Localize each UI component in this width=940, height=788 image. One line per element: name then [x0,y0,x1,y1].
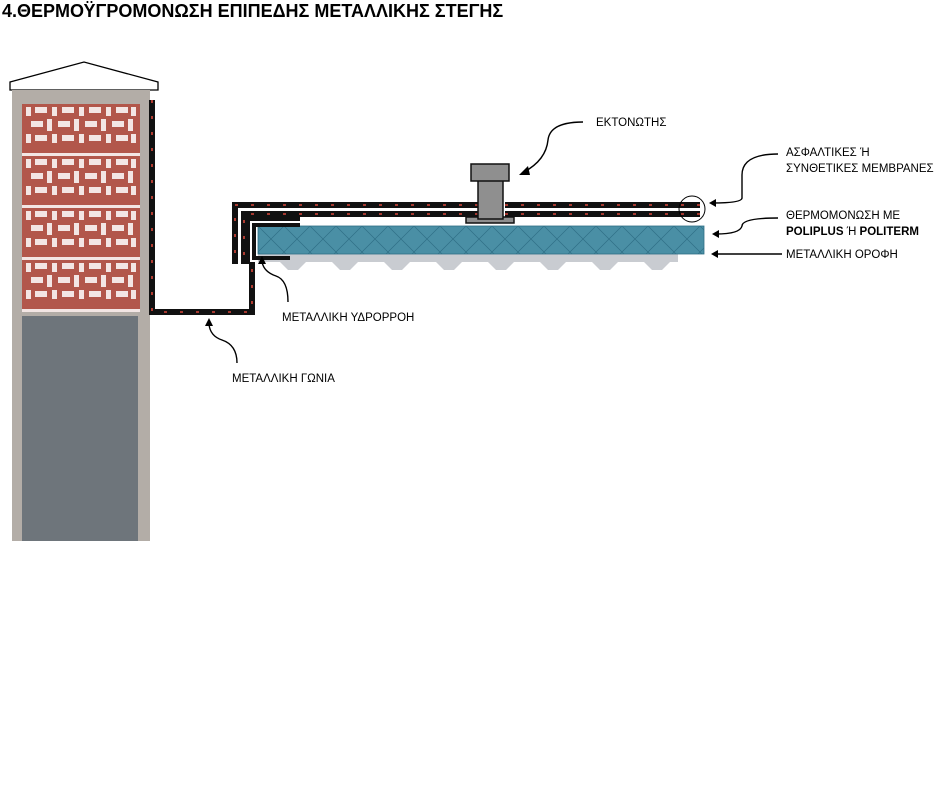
insulation-or: Ή [844,226,860,238]
brick-section [22,104,140,312]
parapet-wall [9,61,159,541]
insulation-brand-2: POLITERM [860,226,919,238]
lower-wall [22,316,138,541]
membranes-arrowhead [709,199,716,207]
gutter-arrow [261,261,289,303]
gutter-arrowhead [258,256,266,264]
insulation-arrowhead [712,230,719,238]
vent-arrowhead [519,166,530,175]
page-title: 4.ΘΕΡΜΟΫΓΡΟΜΟΝΩΣΗ ΕΠΙΠΕΔΗΣ ΜΕΤΑΛΛΙΚΗΣ ΣΤ… [2,1,504,21]
metal-gutter [246,217,300,264]
vent-arrow [523,121,584,173]
membrane-end-marker [678,195,706,223]
insulation-brand-1: POLIPLUS [786,226,844,238]
metal-angle-label: ΜΕΤΑΛΛΙΚΗ ΓΩΝΙΑ [232,373,335,385]
roof-vent [465,163,515,224]
membranes-label-line1: ΑΣΦΑΛΤΙΚΕΣ Ή [786,147,870,159]
angle-arrow [208,323,238,364]
metal-roof-label: ΜΕΤΑΛΛΙΚΗ ΟΡΟΦΗ [786,249,898,261]
metal-gutter-label: ΜΕΤΑΛΛΙΚΗ ΥΔΡΟΡΡΟΗ [282,312,414,324]
vent-label: ΕΚΤΟΝΩΤΗΣ [596,117,666,129]
insulation-label-line1: ΘΕΡΜΟΜΟΝΩΣΗ ΜΕ [786,210,900,222]
roof-arrowhead [711,250,718,258]
membrane-layers [149,100,700,315]
membranes-label-line2: ΣΥΝΘΕΤΙΚΕΣ ΜΕΜΒΡΑΝΕΣ [786,163,934,175]
membranes-arrow [711,153,779,204]
wall-cap [9,61,159,91]
insulation-arrow [715,217,779,235]
angle-arrowhead [205,318,213,326]
insulation-label-line2: POLIPLUS Ή POLITERM [786,226,919,238]
metal-roof-deck [258,254,678,270]
insulation-board [257,225,705,255]
